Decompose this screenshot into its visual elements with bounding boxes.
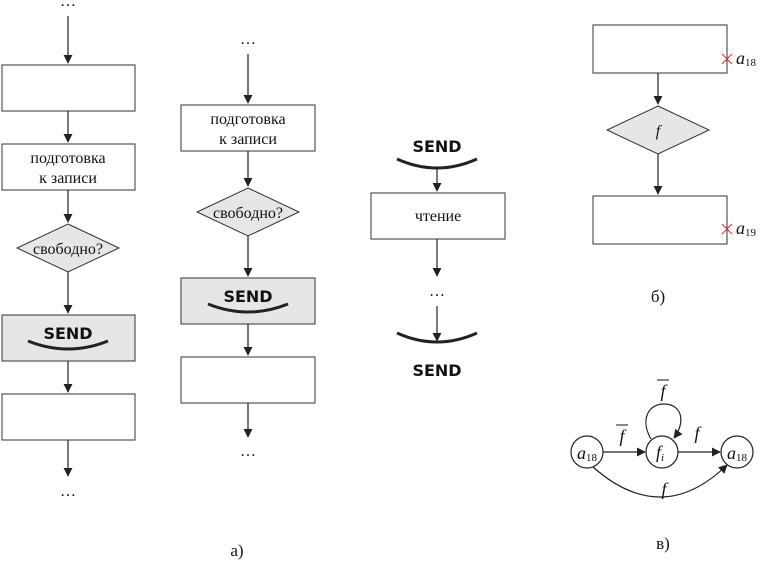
edge-not-f-label-2: f (660, 381, 668, 401)
ellipsis-bottom-1: … (60, 483, 76, 500)
state-a18-right (720, 435, 754, 469)
reading-box (370, 192, 506, 240)
send-block-1 (1, 314, 136, 362)
caption-a: а) (230, 541, 243, 560)
state-a18-left-label: a18 (577, 443, 598, 464)
state-label-a18-top: a18 (736, 48, 757, 69)
process-box-b-bottom (592, 195, 728, 245)
flowchart-part-b: a18 f a19 (592, 24, 757, 245)
flowchart-column-3: SEND чтение … SEND (370, 137, 506, 380)
state-label-a19-bottom: a19 (736, 218, 757, 239)
cross-marker-bottom (721, 223, 733, 235)
empty-process-box-1-1 (1, 64, 136, 112)
ellipsis-bottom-2: … (240, 443, 256, 460)
edge-fi-self-loop (645, 403, 683, 440)
prepare-write-label-1-line1: подготовка (30, 150, 105, 167)
prepare-write-label-2-line2: к записи (219, 131, 277, 148)
free-decision-label-2: свободно? (213, 205, 283, 222)
send-label-3-bottom: SEND (412, 361, 461, 380)
flowchart-column-2: … подготовка к записи свободно? SEND … (180, 31, 316, 460)
prepare-write-box-2 (180, 104, 316, 152)
empty-process-box-1-2 (1, 393, 136, 441)
reading-label: чтение (415, 208, 461, 225)
send-arc-3-top (396, 157, 478, 170)
ellipsis-top-1: … (60, 0, 76, 10)
state-a18-right-label: a18 (727, 443, 748, 464)
empty-process-box-2 (180, 356, 316, 404)
ellipsis-3: … (429, 283, 445, 300)
send-arc-2 (207, 302, 289, 314)
send-label-2: SEND (223, 287, 272, 306)
ellipsis-top-2: … (240, 31, 256, 48)
edge-f-label-1: f (694, 423, 702, 443)
send-arc-3-bottom (396, 331, 478, 344)
flowchart-column-1: … подготовка к записи свободно? SEND … (1, 0, 136, 500)
caption-c: в) (656, 534, 670, 553)
state-graph-part-c: a18 fi a18 f f f f (570, 379, 754, 499)
send-block-2 (180, 277, 316, 325)
prepare-write-label-1-line2: к записи (39, 170, 97, 187)
edge-a18-to-a18-curve (592, 464, 728, 498)
state-fi-label: fi (656, 442, 664, 464)
decision-f-label-b: f (656, 123, 663, 140)
prepare-write-box-1 (1, 143, 136, 191)
free-decision-label-1: свободно? (33, 241, 103, 258)
caption-b: б) (651, 287, 665, 306)
prepare-write-label-2-line1: подготовка (210, 111, 285, 128)
edge-not-f-label-1: f (619, 426, 627, 446)
send-label-3-top: SEND (412, 137, 461, 156)
cross-marker-top (721, 53, 733, 65)
send-label-1: SEND (43, 324, 92, 343)
send-arc-1 (27, 339, 109, 351)
edge-f-label-2: f (661, 479, 669, 499)
process-box-b-top (592, 24, 728, 74)
